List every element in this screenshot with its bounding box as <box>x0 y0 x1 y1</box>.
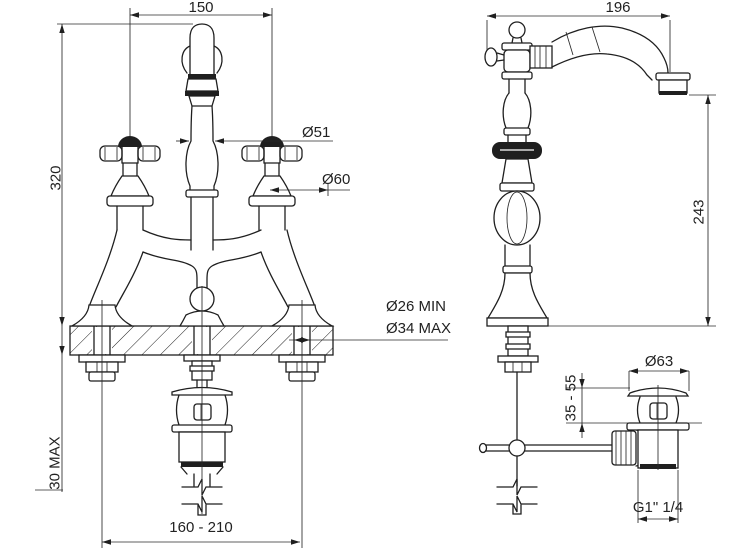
side-popup-waste <box>611 385 690 470</box>
knurled-nut <box>611 430 637 466</box>
side-lever-knob <box>484 47 498 67</box>
dim-text-hole-max: Ø34 MAX <box>386 320 451 337</box>
dim-text-spout-diameter: Ø51 <box>302 124 330 141</box>
dim-spout-outlet-height: 243 <box>545 94 716 327</box>
dim-mounting-hole: Ø26 MIN Ø34 MAX <box>289 298 451 343</box>
dim-text-waste-thread: G1" 1/4 <box>633 499 683 516</box>
dim-spout-diameter: Ø51 <box>176 124 333 144</box>
front-left-handle <box>99 136 161 231</box>
dim-text-spout-reach: 196 <box>605 0 630 16</box>
side-body-bulge <box>493 190 541 246</box>
dim-text-inlet-spacing: 160 - 210 <box>169 519 232 536</box>
front-spout-column <box>181 23 223 251</box>
dim-escutcheon-diameter: Ø60 <box>270 171 350 196</box>
side-body-column <box>486 78 549 327</box>
front-right-handle <box>241 136 303 231</box>
dim-waste-deck-range: 35 - 55 <box>562 373 702 438</box>
dim-waste-flange-diameter: Ø63 <box>628 353 690 391</box>
side-view: 196 243 Ø63 35 - 55 <box>478 0 716 523</box>
dim-text-spout-outlet-height: 243 <box>690 199 707 224</box>
dim-overall-height: 320 30 MAX <box>35 23 193 492</box>
front-view: 150 320 30 MAX Ø51 Ø60 <box>35 0 451 548</box>
popup-rod-linkage <box>478 371 613 515</box>
dim-text-waste-flange-diameter: Ø63 <box>645 353 673 370</box>
rod-ball-joint <box>508 439 526 457</box>
dim-text-escutcheon-diameter: Ø60 <box>322 171 350 188</box>
dim-text-overall-height: 320 <box>47 165 64 190</box>
pipe-break-symbol <box>496 495 538 513</box>
dim-text-hole-min: Ø26 MIN <box>386 298 446 315</box>
dim-text-handle-spacing: 150 <box>188 0 213 16</box>
front-popup-waste <box>171 286 233 516</box>
dim-inlet-spacing: 160 - 210 <box>102 519 300 545</box>
dim-waste-thread: G1" 1/4 <box>633 470 683 523</box>
spout-outlet-ring <box>655 72 691 81</box>
side-valve-head <box>484 21 533 80</box>
pipe-break-symbol <box>496 478 538 496</box>
dim-text-deck-thickness: 30 MAX <box>46 436 63 489</box>
dim-spout-reach: 196 <box>486 0 671 72</box>
deck-cross-section <box>69 325 334 356</box>
dim-handle-spacing: 150 <box>129 0 273 136</box>
dim-text-waste-deck-range: 35 - 55 <box>562 375 579 422</box>
side-locknut <box>497 325 539 373</box>
side-spout <box>529 25 691 95</box>
